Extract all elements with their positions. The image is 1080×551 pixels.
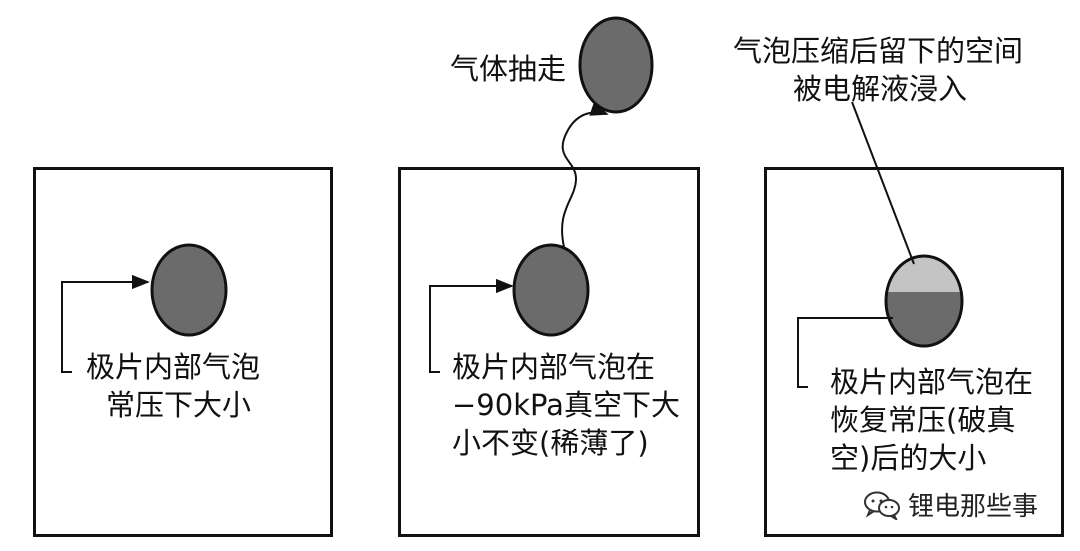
wechat-icon	[863, 491, 900, 520]
label-line: 极片内部气泡在	[830, 365, 1034, 399]
extracted-gas-bubble	[578, 16, 654, 114]
bubble-vacuum	[512, 243, 590, 337]
panel-vacuum	[398, 167, 700, 537]
label-line: 气泡压缩后留下的空间	[733, 34, 1024, 68]
label-line: 小不变(稀薄了)	[452, 426, 649, 460]
label-normal-pressure: 极片内部气泡 常压下大小	[86, 348, 260, 424]
label-line: 恢复常压(破真	[830, 403, 1016, 437]
label-line: 极片内部气泡在	[452, 350, 656, 384]
label-vacuum: 极片内部气泡在 −90kPa真空下大 小不变(稀薄了)	[452, 348, 680, 462]
bubble-normal-pressure	[150, 243, 228, 337]
watermark: 锂电那些事	[862, 486, 1038, 523]
leader-arrow-panel2	[429, 278, 514, 373]
label-line: 被电解液浸入	[793, 72, 968, 106]
gas-extraction-path	[561, 102, 609, 248]
bubble-vacuum-release	[884, 254, 964, 348]
label-line: 空)后的大小	[830, 441, 987, 475]
electrolyte-leader-line	[851, 101, 915, 265]
watermark-text: 锂电那些事	[907, 492, 1038, 522]
leader-arrow-panel1	[61, 274, 150, 373]
electrolyte-label: 气泡压缩后留下的空间 被电解液浸入	[733, 32, 1023, 108]
label-line: 常压下大小	[106, 388, 252, 422]
label-line: 极片内部气泡	[86, 350, 261, 384]
label-line: −90kPa真空下大	[452, 388, 680, 422]
gas-extracted-label: 气体抽走	[450, 52, 567, 86]
label-vacuum-release: 极片内部气泡在 恢复常压(破真 空)后的大小	[830, 363, 1033, 477]
leader-line-panel3	[797, 317, 893, 388]
panel-vacuum-release	[764, 167, 1064, 537]
panel-normal-pressure	[33, 167, 333, 537]
